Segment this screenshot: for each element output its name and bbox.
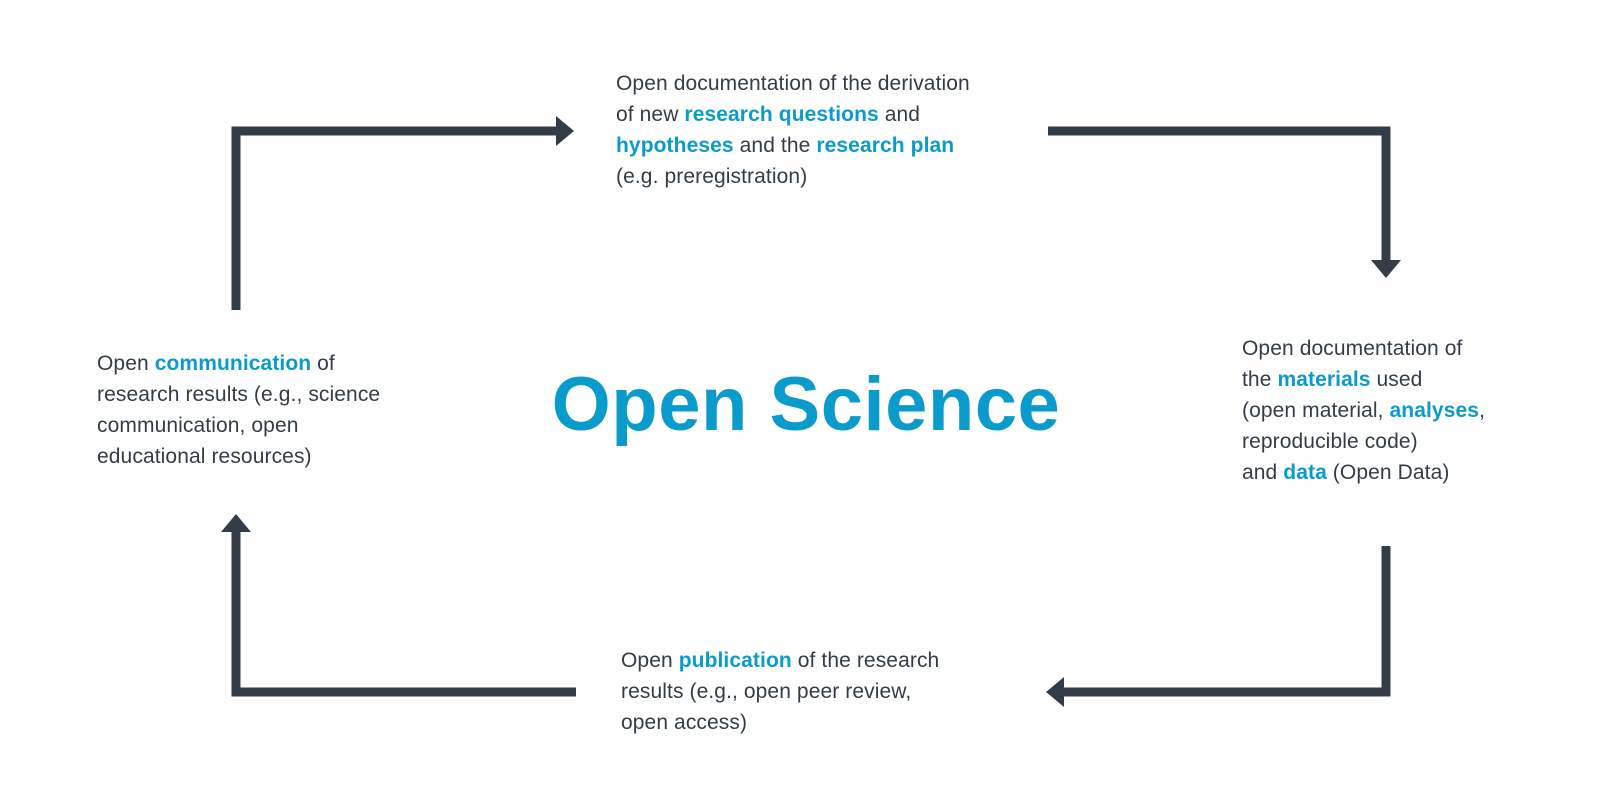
text-segment: of new xyxy=(616,103,685,126)
arrow-bottom-to-left xyxy=(221,514,576,697)
arrow-top-to-right xyxy=(1048,126,1401,278)
text-segment: communication, open xyxy=(97,414,299,437)
node-research-planning: Open documentation of the derivation of n… xyxy=(616,68,970,192)
node-text-line: (e.g. preregistration) xyxy=(616,161,970,192)
highlighted-term: communication xyxy=(154,352,312,375)
text-segment: (Open Data) xyxy=(1326,461,1450,484)
node-text-line: Open publication of the research xyxy=(621,645,939,676)
node-communication: Open communication of research results (e… xyxy=(97,348,380,472)
text-segment: Open documentation of the derivation xyxy=(616,72,970,95)
node-text-line: hypotheses and the research plan xyxy=(616,130,970,161)
node-text-line: Open communication of xyxy=(97,348,380,379)
text-segment: results (e.g., open peer review, xyxy=(621,680,912,703)
text-segment: research results (e.g., science xyxy=(97,383,381,406)
text-segment: of the research xyxy=(791,649,940,672)
text-segment: and the xyxy=(733,134,817,157)
node-text-line: Open documentation of the derivation xyxy=(616,68,970,99)
highlighted-term: hypotheses xyxy=(616,134,734,157)
text-segment: the xyxy=(1242,368,1278,391)
text-segment: Open documentation of xyxy=(1242,337,1463,360)
node-text-line: (open material, analyses, xyxy=(1242,395,1485,426)
node-text-line: and data (Open Data) xyxy=(1242,457,1485,488)
text-segment: of xyxy=(311,352,335,375)
arrow-right-to-bottom xyxy=(1046,546,1391,707)
arrow-left-icon xyxy=(1046,677,1064,707)
highlighted-term: data xyxy=(1283,461,1327,484)
text-segment: Open xyxy=(97,352,155,375)
node-text-line: the materials used xyxy=(1242,364,1485,395)
center-title: Open Science xyxy=(551,362,1061,447)
text-segment: used xyxy=(1370,368,1423,391)
highlighted-term: publication xyxy=(678,649,792,672)
highlighted-term: analyses xyxy=(1389,399,1480,422)
node-text-line: Open documentation of xyxy=(1242,333,1485,364)
text-segment: , xyxy=(1479,399,1485,422)
node-text-line: of new research questions and xyxy=(616,99,970,130)
highlighted-term: research plan xyxy=(816,134,955,157)
arrow-down-icon xyxy=(1371,260,1401,278)
text-segment: educational resources) xyxy=(97,445,312,468)
highlighted-term: research questions xyxy=(684,103,879,126)
text-segment: and xyxy=(878,103,921,126)
node-text-line: open access) xyxy=(621,707,939,738)
arrow-left-to-top xyxy=(231,116,574,310)
node-publication: Open publication of the research results … xyxy=(621,645,939,738)
arrow-right-icon xyxy=(556,116,574,146)
text-segment: reproducible code) xyxy=(1242,430,1418,453)
text-segment: Open xyxy=(621,649,679,672)
text-segment: (open material, xyxy=(1242,399,1390,422)
text-segment: open access) xyxy=(621,711,748,734)
node-text-line: research results (e.g., science xyxy=(97,379,380,410)
node-text-line: reproducible code) xyxy=(1242,426,1485,457)
node-text-line: educational resources) xyxy=(97,441,380,472)
node-text-line: communication, open xyxy=(97,410,380,441)
text-segment: and xyxy=(1242,461,1284,484)
text-segment: (e.g. preregistration) xyxy=(616,165,808,188)
node-text-line: results (e.g., open peer review, xyxy=(621,676,939,707)
highlighted-term: materials xyxy=(1277,368,1371,391)
arrow-up-icon xyxy=(221,514,251,532)
